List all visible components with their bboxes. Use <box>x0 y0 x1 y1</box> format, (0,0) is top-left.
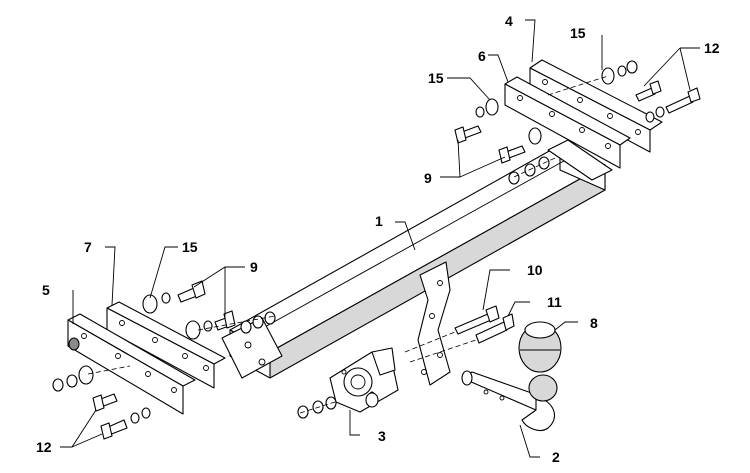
crossbar-left-plate <box>221 317 283 379</box>
callout-7: 7 <box>84 239 92 255</box>
crossbar-right-plate <box>547 139 613 181</box>
callout-8: 8 <box>590 315 598 331</box>
callout-4: 4 <box>505 13 513 29</box>
callout-15-left: 15 <box>182 239 198 255</box>
right-mid-washers <box>475 98 499 118</box>
callout-15-mid: 15 <box>428 70 444 86</box>
socket-plate <box>329 347 399 413</box>
plate-5 <box>67 313 196 415</box>
left-mid-fasteners <box>185 310 276 340</box>
callout-3: 3 <box>378 428 386 444</box>
leader-lines <box>60 19 700 458</box>
callout-labels: 1 2 3 4 5 6 7 8 9 9 10 11 12 12 15 15 15 <box>36 13 720 465</box>
tow-bracket <box>417 261 451 386</box>
right-bolts-12 <box>635 80 701 123</box>
callout-1: 1 <box>375 213 383 229</box>
callout-9-left: 9 <box>250 259 258 275</box>
callout-11: 11 <box>547 294 562 310</box>
callout-9-right: 9 <box>424 170 432 186</box>
bolt-11 <box>409 313 515 363</box>
callout-2: 2 <box>552 449 560 465</box>
callout-5: 5 <box>42 282 50 298</box>
plate-4 <box>529 59 663 153</box>
plate-6 <box>504 76 631 169</box>
left-upper-bolt-9 <box>142 280 206 314</box>
ball-cap <box>518 321 562 373</box>
callout-15-top: 15 <box>570 25 586 41</box>
bolt-10 <box>404 305 500 353</box>
right-bolts-9 <box>454 125 556 185</box>
callout-12-left: 12 <box>36 439 52 455</box>
callout-10: 10 <box>527 262 543 278</box>
right-upper-washers <box>547 60 638 96</box>
ball-neck <box>461 370 558 431</box>
callout-12-right: 12 <box>704 40 720 56</box>
left-lower-fasteners <box>52 365 151 440</box>
plate-7 <box>106 301 226 389</box>
socket-fasteners <box>297 392 379 419</box>
callout-6: 6 <box>478 48 486 64</box>
